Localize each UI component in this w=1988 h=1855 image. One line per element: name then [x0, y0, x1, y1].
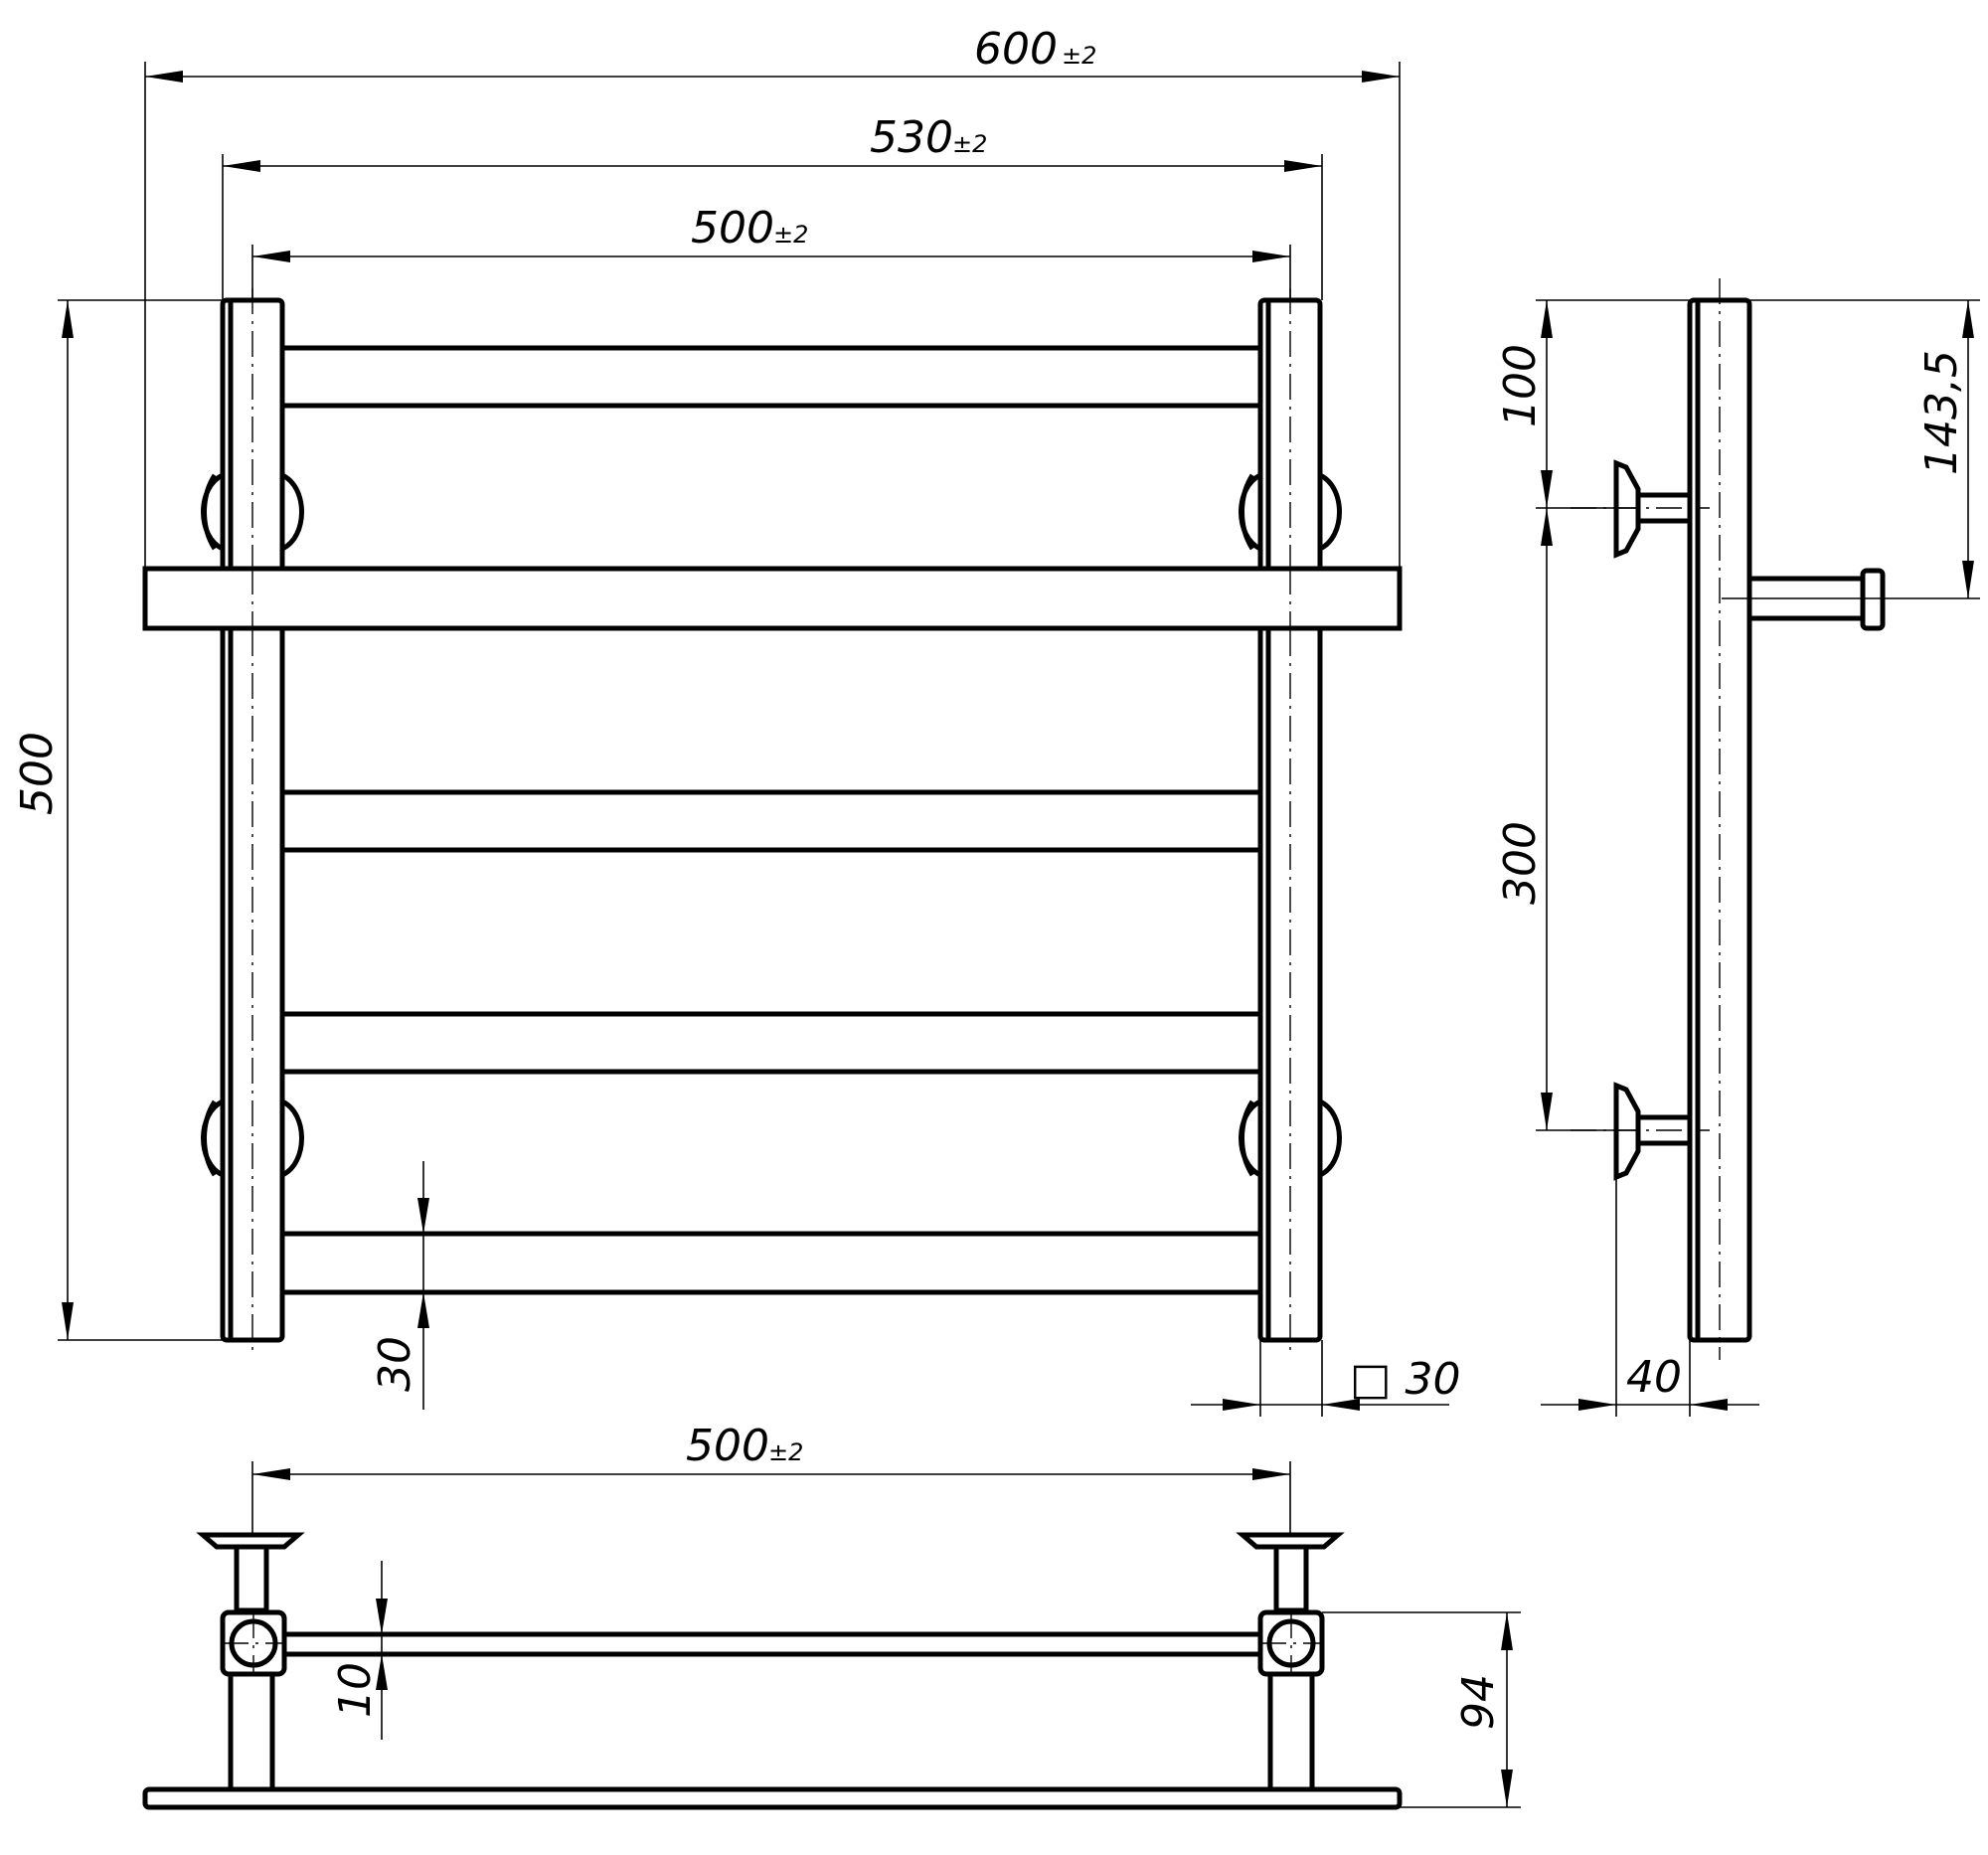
dimension-top-inner-width: 500 ±2 [252, 1421, 1290, 1480]
mount-bracket-lower-right [1239, 1098, 1342, 1178]
side-view: 100 300 143,5 40 [1495, 278, 1980, 1417]
dimension-overall-width: 600 ±2 [145, 24, 1400, 83]
dimension-shelf-drop: 143,5 [1916, 300, 1974, 598]
dim-inner-width-value: 500 [691, 203, 774, 253]
shelf-bar [142, 566, 1403, 631]
top-flange-right [1236, 1532, 1345, 1550]
dim-tube-section-value: □ 30 [1350, 1354, 1461, 1405]
dimension-tube-section: □ 30 [1191, 1340, 1461, 1417]
top-shelf-plate [142, 1786, 1403, 1810]
dim-top-inner-width-value: 500 [686, 1421, 769, 1471]
dim-wall-offset-value: 40 [1626, 1352, 1682, 1403]
mount-bracket-upper-right [1239, 472, 1342, 552]
dim-bar-thickness-value: 10 [330, 1662, 381, 1718]
dim-inner-width-tol: ±2 [773, 221, 808, 249]
mount-bracket-lower-left [201, 1098, 304, 1178]
dim-shelf-drop-value: 143,5 [1916, 350, 1967, 475]
dim-mount-spacing-value: 300 [1495, 821, 1546, 905]
dim-overall-width-value: 600 [974, 24, 1058, 75]
dimension-height: 500 [12, 300, 74, 1340]
crossbar-4 [282, 1231, 1260, 1295]
dimension-bar-thickness: 10 [330, 1561, 388, 1740]
dim-depth-value: 94 [1453, 1674, 1504, 1730]
dimension-top-to-mount: 100 [1495, 300, 1553, 508]
dimension-mid-width: 530 ±2 [223, 112, 1322, 172]
dim-overall-width-tol: ±2 [1062, 42, 1096, 70]
mount-bracket-upper-left [201, 472, 304, 552]
dimension-inner-width: 500 ±2 [252, 203, 1290, 262]
side-shelf-bracket [1746, 568, 1886, 631]
front-view: 600 ±2 530 ±2 500 ±2 500 [12, 24, 1461, 1417]
dimension-bar-gap: 30 [370, 1161, 429, 1410]
top-tube-left [220, 1609, 287, 1677]
dim-bar-gap-value: 30 [370, 1336, 420, 1392]
top-tube-right [1257, 1609, 1325, 1677]
top-crossbar [282, 1631, 1260, 1657]
top-view: 500 ±2 10 94 [142, 1421, 1521, 1810]
dim-top-to-mount-value: 100 [1495, 344, 1546, 427]
dim-top-inner-width-tol: ±2 [768, 1438, 803, 1466]
crossbar-1 [282, 345, 1260, 409]
crossbar-3 [282, 1011, 1260, 1075]
dimension-wall-offset: 40 [1541, 1352, 1759, 1411]
top-flange-left [196, 1532, 305, 1550]
dim-mid-width-tol: ±2 [952, 130, 987, 158]
dimension-mount-spacing: 300 [1495, 508, 1553, 1130]
crossbar-2 [282, 789, 1260, 853]
dim-height-value: 500 [12, 732, 63, 815]
dim-mid-width-value: 530 [870, 112, 953, 163]
dimension-depth: 94 [1453, 1612, 1513, 1807]
